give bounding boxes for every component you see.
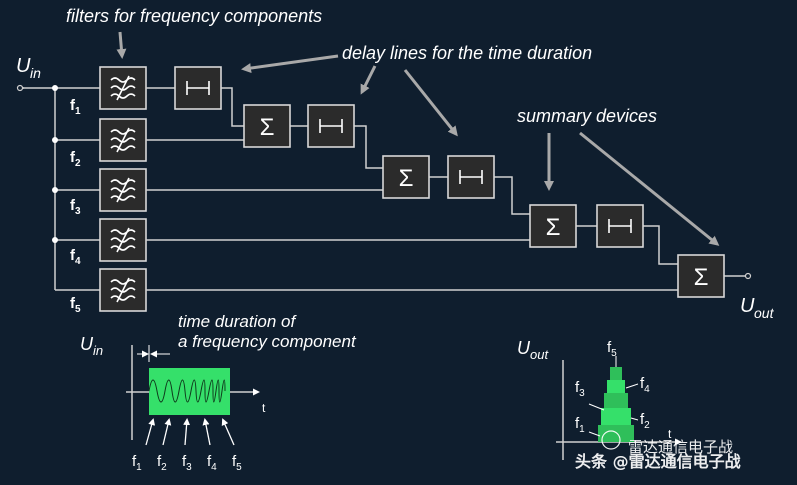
input-plot-t-label: t [262,401,266,415]
frequency-labels: f1 f2 f3 f4 f5 [70,97,81,315]
sigma-icon: Σ [694,264,709,291]
time-duration-label-line2: a frequency component [178,332,357,351]
summary-devices-label: summary devices [517,106,657,126]
level-label-f4: f4 [640,375,650,395]
filter-box-f5 [99,268,147,312]
svg-text:U: U [16,55,31,77]
freq-label-f4: f4 [70,247,81,267]
component-label-f4: f4 [207,453,217,473]
pulse-level-labels: f5 f4 f3 f2 f1 [575,339,650,435]
delay-line-box-1 [174,66,222,110]
delay-icon [459,170,483,184]
input-bus [22,85,100,291]
signal-wiring [146,87,752,291]
delay-lines [174,66,644,248]
filter-box-f3 [99,168,147,212]
delay-lines-label: delay lines for the time duration [342,43,592,63]
compressed-pulse [598,367,634,442]
component-label-f2: f2 [157,453,167,473]
freq-label-f3: f3 [70,197,81,217]
svg-text:in: in [30,65,41,81]
callout-arrows [116,31,720,246]
output-plot-u-out-label: U out [517,338,549,362]
summation-box-1: Σ [243,104,291,148]
summation-devices: Σ Σ Σ Σ [243,104,725,298]
svg-text:out: out [754,305,775,321]
component-label-f3: f3 [182,453,192,473]
filters-label: filters for frequency components [66,6,322,26]
delay-callout-arrow-3 [403,69,458,137]
delay-icon [608,219,632,233]
summation-box-4: Σ [677,254,725,298]
filter-icon [110,277,136,303]
delay-icon [186,81,210,95]
sigma-icon: Σ [399,165,414,192]
delay-line-box-4 [596,204,644,248]
chirp-signal-block [149,368,230,415]
time-duration-label-line1: time duration of [178,312,297,331]
u-out-label: U out [740,295,775,321]
svg-text:U: U [80,334,94,354]
watermark: 雷达通信电子战 头条 @雷达通信电子战 [575,430,741,471]
component-label-f5: f5 [232,453,242,473]
svg-text:U: U [740,295,755,317]
level-label-f3: f3 [575,379,585,399]
sigma-icon: Σ [546,214,561,241]
filter-box-f1 [99,66,147,110]
level-label-f2: f2 [640,411,650,431]
delay-callout-arrow-1 [241,54,339,73]
summary-callout-arrow-2 [579,131,720,246]
delay-callout-arrow-2 [360,65,377,95]
freq-label-f5: f5 [70,295,81,315]
filters-callout-arrow [116,31,127,59]
filter-icon [110,227,136,253]
svg-text:out: out [530,347,549,362]
svg-text:in: in [93,343,103,358]
output-plot-t-label: t [668,427,672,441]
filter-box-f4 [99,218,147,262]
input-plot-u-in-label: U in [80,334,103,358]
chat-bubble-icon [601,430,621,450]
filter-icon [110,75,136,101]
duration-marker [137,345,170,362]
component-label-f1: f1 [132,453,142,473]
sigma-icon: Σ [260,114,275,141]
svg-text:U: U [517,338,531,358]
filter-bank [99,66,147,312]
filter-icon [110,127,136,153]
delay-line-box-3 [447,155,495,199]
delay-line-box-2 [307,104,355,148]
watermark-text-1: 雷达通信电子战 [628,438,733,456]
component-arrows [145,418,235,446]
summation-box-3: Σ [529,204,577,248]
filter-icon [110,177,136,203]
summation-box-2: Σ [382,155,430,199]
input-signal-plot: time duration of a frequency component U… [80,312,357,473]
watermark-text-2: 头条 @雷达通信电子战 [575,452,741,471]
level-label-f5: f5 [607,339,617,359]
u-in-label: U in [16,55,41,81]
chirp-waveform [148,379,226,403]
component-labels: f1 f2 f3 f4 f5 [132,453,242,473]
freq-label-f2: f2 [70,149,81,169]
filter-box-f2 [99,118,147,162]
freq-label-f1: f1 [70,97,81,117]
output-pulse-plot: U out t f5 f4 f3 f2 f1 [517,338,682,460]
level-label-f1: f1 [575,415,585,435]
delay-icon [319,119,343,133]
